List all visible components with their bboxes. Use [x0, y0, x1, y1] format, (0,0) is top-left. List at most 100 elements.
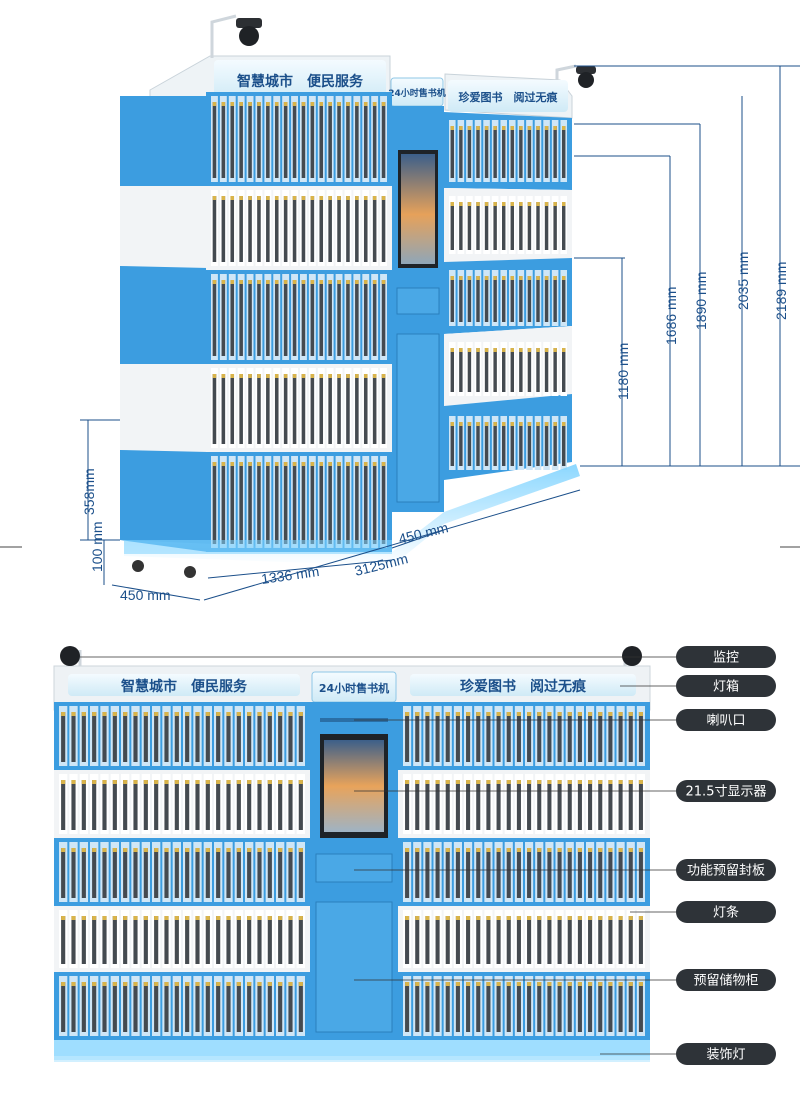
- book-spine: [257, 982, 262, 1032]
- book-spine: [102, 916, 107, 964]
- slot-indicator: [236, 848, 241, 852]
- book-spine: [288, 916, 293, 964]
- book-spine: [226, 712, 231, 762]
- book-spine: [618, 712, 623, 762]
- slot-indicator: [506, 780, 511, 784]
- slot-indicator: [493, 348, 497, 352]
- slot-indicator: [185, 848, 190, 852]
- slot-indicator: [174, 916, 179, 920]
- book-spine: [567, 848, 572, 898]
- book-spine: [310, 374, 315, 444]
- slot-indicator: [506, 916, 511, 920]
- slot-indicator: [216, 780, 221, 784]
- slot-indicator: [527, 126, 532, 130]
- book-spine: [618, 916, 623, 964]
- slot-indicator: [455, 780, 460, 784]
- slot-indicator: [562, 202, 566, 206]
- book-spine: [502, 348, 506, 392]
- book-spine: [562, 276, 566, 322]
- book-spine: [143, 712, 148, 762]
- book-spine: [212, 462, 217, 544]
- book-spine: [278, 916, 283, 964]
- slot-indicator: [519, 202, 523, 206]
- book-spine: [301, 374, 306, 444]
- band-1: [206, 92, 392, 186]
- book-spine: [247, 982, 252, 1032]
- slot-indicator: [355, 196, 359, 200]
- slot-indicator: [476, 126, 480, 130]
- slot-indicator: [618, 712, 623, 716]
- slot-indicator: [577, 848, 582, 852]
- book-spine: [212, 196, 217, 262]
- slot-indicator: [288, 712, 293, 716]
- slot-indicator: [143, 982, 148, 986]
- slot-indicator: [544, 202, 549, 206]
- slot-indicator: [283, 102, 288, 106]
- book-spine: [81, 916, 86, 964]
- book-spine: [185, 712, 190, 762]
- book-spine: [301, 462, 306, 544]
- slot-indicator: [381, 280, 386, 284]
- slot-indicator: [415, 982, 420, 986]
- slot-indicator: [547, 712, 552, 716]
- slot-indicator: [164, 982, 169, 986]
- book-spine: [195, 848, 200, 898]
- slot-indicator: [567, 848, 572, 852]
- slot-indicator: [154, 780, 159, 784]
- slot-indicator: [466, 982, 471, 986]
- book-spine: [425, 982, 430, 1032]
- slot-indicator: [248, 196, 252, 200]
- slot-indicator: [588, 712, 593, 716]
- slot-indicator: [476, 202, 480, 206]
- book-spine: [496, 848, 501, 898]
- book-spine: [195, 780, 200, 830]
- book-spine: [372, 196, 377, 262]
- book-spine: [230, 102, 235, 178]
- book-spine: [467, 348, 472, 392]
- book-spine: [247, 780, 252, 830]
- book-spine: [536, 276, 540, 322]
- book-spine: [221, 462, 226, 544]
- slot-indicator: [476, 916, 481, 920]
- slot-indicator: [502, 202, 506, 206]
- slot-indicator: [337, 196, 341, 200]
- book-spine: [266, 462, 270, 544]
- book-spine: [588, 982, 593, 1032]
- slot-indicator: [71, 848, 76, 852]
- book-spine: [81, 780, 86, 830]
- slot-indicator: [588, 848, 593, 852]
- slot-indicator: [267, 916, 272, 920]
- book-spine: [562, 422, 566, 466]
- slot-indicator: [608, 982, 613, 986]
- book-spine: [328, 102, 332, 178]
- book-spine: [143, 982, 148, 1032]
- slot-indicator: [266, 102, 270, 106]
- book-spine: [174, 712, 179, 762]
- camera-icon-left: [60, 646, 82, 666]
- slot-indicator: [450, 348, 454, 352]
- slot-indicator: [298, 916, 303, 920]
- book-spine: [405, 982, 410, 1032]
- book-spine: [195, 982, 200, 1032]
- callout-lightbox: 灯箱: [676, 675, 776, 697]
- book-spine: [267, 848, 272, 898]
- book-spine: [212, 102, 217, 178]
- slot-indicator: [226, 916, 231, 920]
- callout-label: 灯箱: [713, 679, 739, 695]
- book-spine: [328, 462, 332, 544]
- slot-indicator: [236, 780, 241, 784]
- book-spine: [608, 848, 613, 898]
- book-spine: [288, 848, 293, 898]
- slot-indicator: [266, 462, 270, 466]
- slot-indicator: [133, 780, 138, 784]
- slot-indicator: [216, 712, 221, 716]
- slot-indicator: [486, 780, 491, 784]
- book-spine: [476, 422, 480, 466]
- wheel-icon: [184, 566, 196, 578]
- book-spine: [346, 374, 350, 444]
- slot-indicator: [278, 982, 283, 986]
- slot-indicator: [588, 982, 593, 986]
- slot-indicator: [221, 280, 226, 284]
- book-spine: [445, 848, 450, 898]
- slot-indicator: [274, 280, 279, 284]
